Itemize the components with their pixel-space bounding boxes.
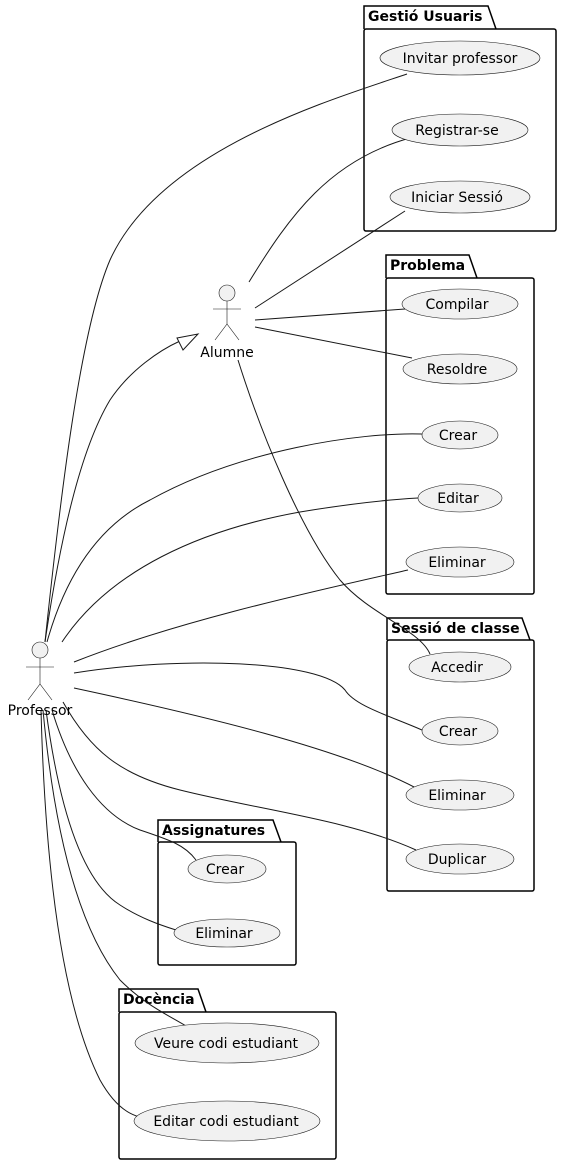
package-title: Docència (123, 992, 195, 1008)
use-case-assig-eliminar: Eliminar (173, 918, 281, 948)
edge-professor-sessio-eliminar (73, 687, 417, 789)
use-case-label: Invitar professor (403, 51, 518, 67)
use-case-label: Duplicar (428, 852, 487, 868)
use-case-iniciar-sessio: Iniciar Sessió (389, 180, 531, 214)
use-case-label: Crear (439, 724, 477, 740)
use-case-invitar-professor: Invitar professor (379, 40, 541, 76)
actor-label: Professor (8, 703, 73, 719)
edge-alumne-resoldre (254, 326, 413, 359)
edge-professor-problema-crear (46, 433, 423, 643)
actor-icon (218, 284, 236, 302)
use-case-duplicar: Duplicar (405, 843, 515, 875)
edge-professor-assig-crear (51, 709, 197, 861)
use-case-veure-codi: Veure codi estudiant (134, 1022, 320, 1064)
use-case-label: Resoldre (427, 362, 487, 378)
use-case-label: Crear (439, 428, 477, 444)
use-case-assig-crear: Crear (187, 854, 267, 884)
use-case-problema-eliminar: Eliminar (405, 546, 515, 578)
use-case-label: Crear (206, 862, 244, 878)
use-case-label: Accedir (431, 660, 483, 676)
edge-professor-problema-eliminar (73, 569, 409, 663)
actor-alumne: Alumne (200, 284, 254, 361)
generalization-arrowhead (176, 333, 200, 351)
use-case-label: Eliminar (428, 788, 486, 804)
use-case-label: Eliminar (428, 555, 486, 571)
use-case-sessio-eliminar: Eliminar (405, 779, 515, 811)
edge-alumne-registrar (248, 137, 411, 283)
package-title: Assignatures (162, 823, 265, 839)
package-title: Sessió de classe (391, 621, 520, 637)
use-case-label: Eliminar (195, 926, 253, 942)
use-case-label: Editar codi estudiant (153, 1114, 299, 1130)
use-case-editar-codi: Editar codi estudiant (133, 1100, 321, 1142)
use-case-compilar: Compilar (401, 288, 519, 320)
actor-professor: Professor (8, 641, 73, 719)
edge-professor-assig-eliminar (45, 709, 177, 931)
use-case-problema-crear: Crear (421, 420, 499, 450)
edge-professor-alumne-generalization (44, 340, 181, 643)
edge-professor-editar-codi (40, 709, 156, 1121)
package-title: Gestió Usuaris (368, 9, 482, 25)
use-case-label: Compilar (426, 297, 489, 313)
edge-professor-veure-codi (42, 709, 187, 1027)
edge-professor-editar (61, 497, 419, 643)
edges (40, 73, 431, 1121)
edge-professor-invitar (44, 73, 408, 643)
use-case-accedir: Accedir (408, 651, 512, 683)
use-case-label: Editar (437, 491, 479, 507)
edge-professor-sessio-crear (73, 662, 423, 731)
edge-alumne-accedir (237, 359, 431, 655)
use-case-label: Veure codi estudiant (154, 1036, 298, 1052)
package-sessio-de-classe: Sessió de classe (386, 617, 535, 892)
package-title: Problema (390, 258, 465, 274)
use-case-resoldre: Resoldre (402, 353, 518, 385)
use-case-label: Iniciar Sessió (411, 190, 503, 206)
edge-alumne-iniciar (254, 210, 406, 309)
use-case-editar: Editar (417, 483, 503, 513)
actor-icon (31, 641, 49, 659)
use-case-label: Registrar-se (415, 123, 498, 139)
use-case-sessio-crear: Crear (421, 716, 499, 746)
edge-alumne-compilar (254, 308, 406, 321)
actor-label: Alumne (200, 345, 253, 361)
use-case-registrar-se: Registrar-se (391, 113, 529, 147)
edge-professor-duplicar (62, 701, 417, 851)
